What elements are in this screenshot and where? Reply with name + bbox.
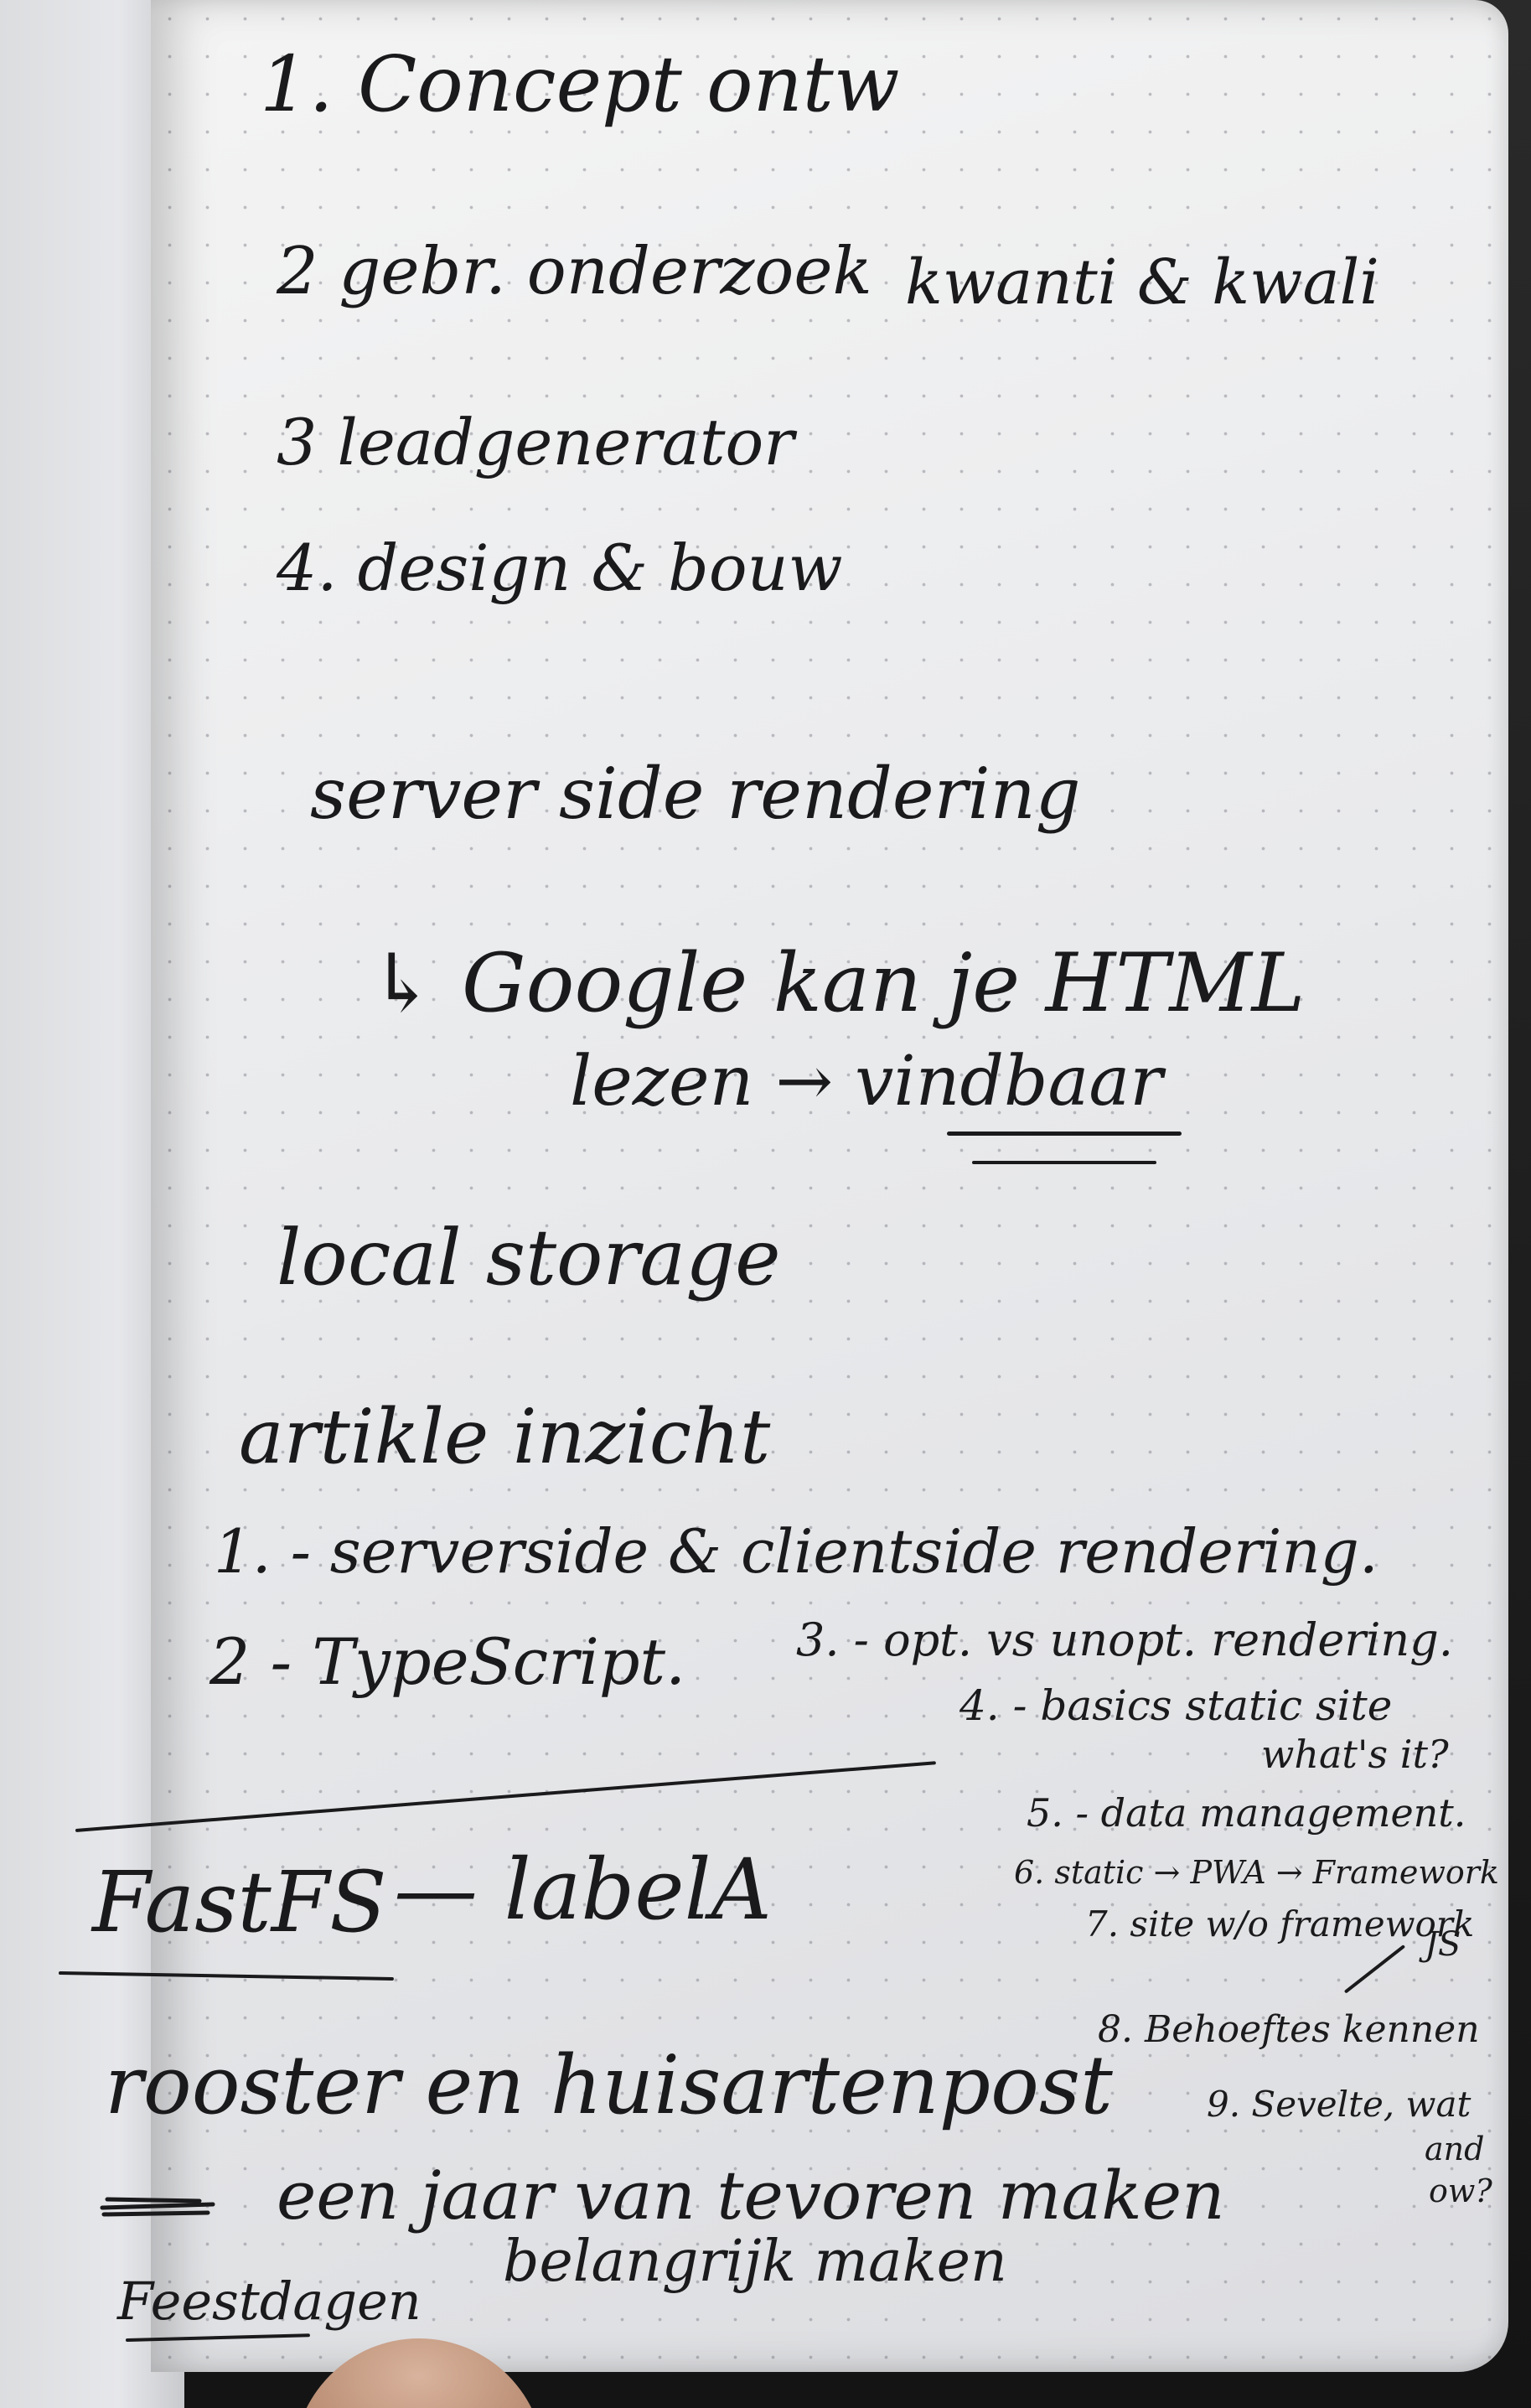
fastfs-subtitle: — labelA [394,1841,772,1939]
bottom-line-1: rooster en huisartenpost [105,2038,1113,2132]
ssr-line-1: ↳ Google kan je HTML [369,936,1306,1030]
scribbled-word [99,2191,216,2224]
article-item-8: 8. Behoeftes kennen [1098,2008,1480,2051]
article-item-5: 5. - data management. [1027,1790,1466,1836]
list-item-design: 4. design & bouw [277,531,843,605]
list-item-user-research: 2 gebr. onderzoek [277,234,872,309]
underline-vindbaar-2 [972,1161,1156,1164]
underline-vindbaar-1 [947,1132,1182,1136]
article-item-9-how: ow? [1429,2172,1492,2209]
local-storage-note: local storage [277,1213,781,1302]
article-item-2: 2 - TypeScript. [209,1624,686,1699]
fastfs-title: FastFS [92,1853,387,1951]
bottom-line-2: een jaar van tevoren maken [277,2157,1225,2235]
bottom-line-3: belangrijk maken [503,2229,1007,2295]
article-item-6: 6. static → PWA → Framework [1014,1854,1499,1891]
ssr-heading: server side rendering [310,753,1081,835]
article-item-9-and: and [1425,2131,1485,2167]
bottom-line-3-prefix: Feestdagen [117,2271,422,2332]
article-item-4: 4. - basics static site [959,1681,1393,1730]
ssr-line-2: lezen → vindbaar [570,1042,1163,1121]
article-item-4-sub: what's it? [1261,1732,1449,1777]
article-item-7-js: JS [1425,1925,1461,1964]
list-item-research-note: kwanti & kwali [905,246,1379,318]
article-item-3: 3. - opt. vs unopt. rendering. [796,1613,1453,1666]
article-item-7: 7. site w/o framework [1085,1903,1475,1945]
articles-heading: artikle inzicht [239,1393,771,1481]
list-item-leadgenerator: 3 leadgenerator [277,405,794,479]
list-item-concept: 1. Concept ontw [260,39,900,129]
article-item-1: 1. - serverside & clientside rendering. [214,1516,1378,1587]
article-item-9: 9. Sevelte, wat [1207,2084,1472,2125]
